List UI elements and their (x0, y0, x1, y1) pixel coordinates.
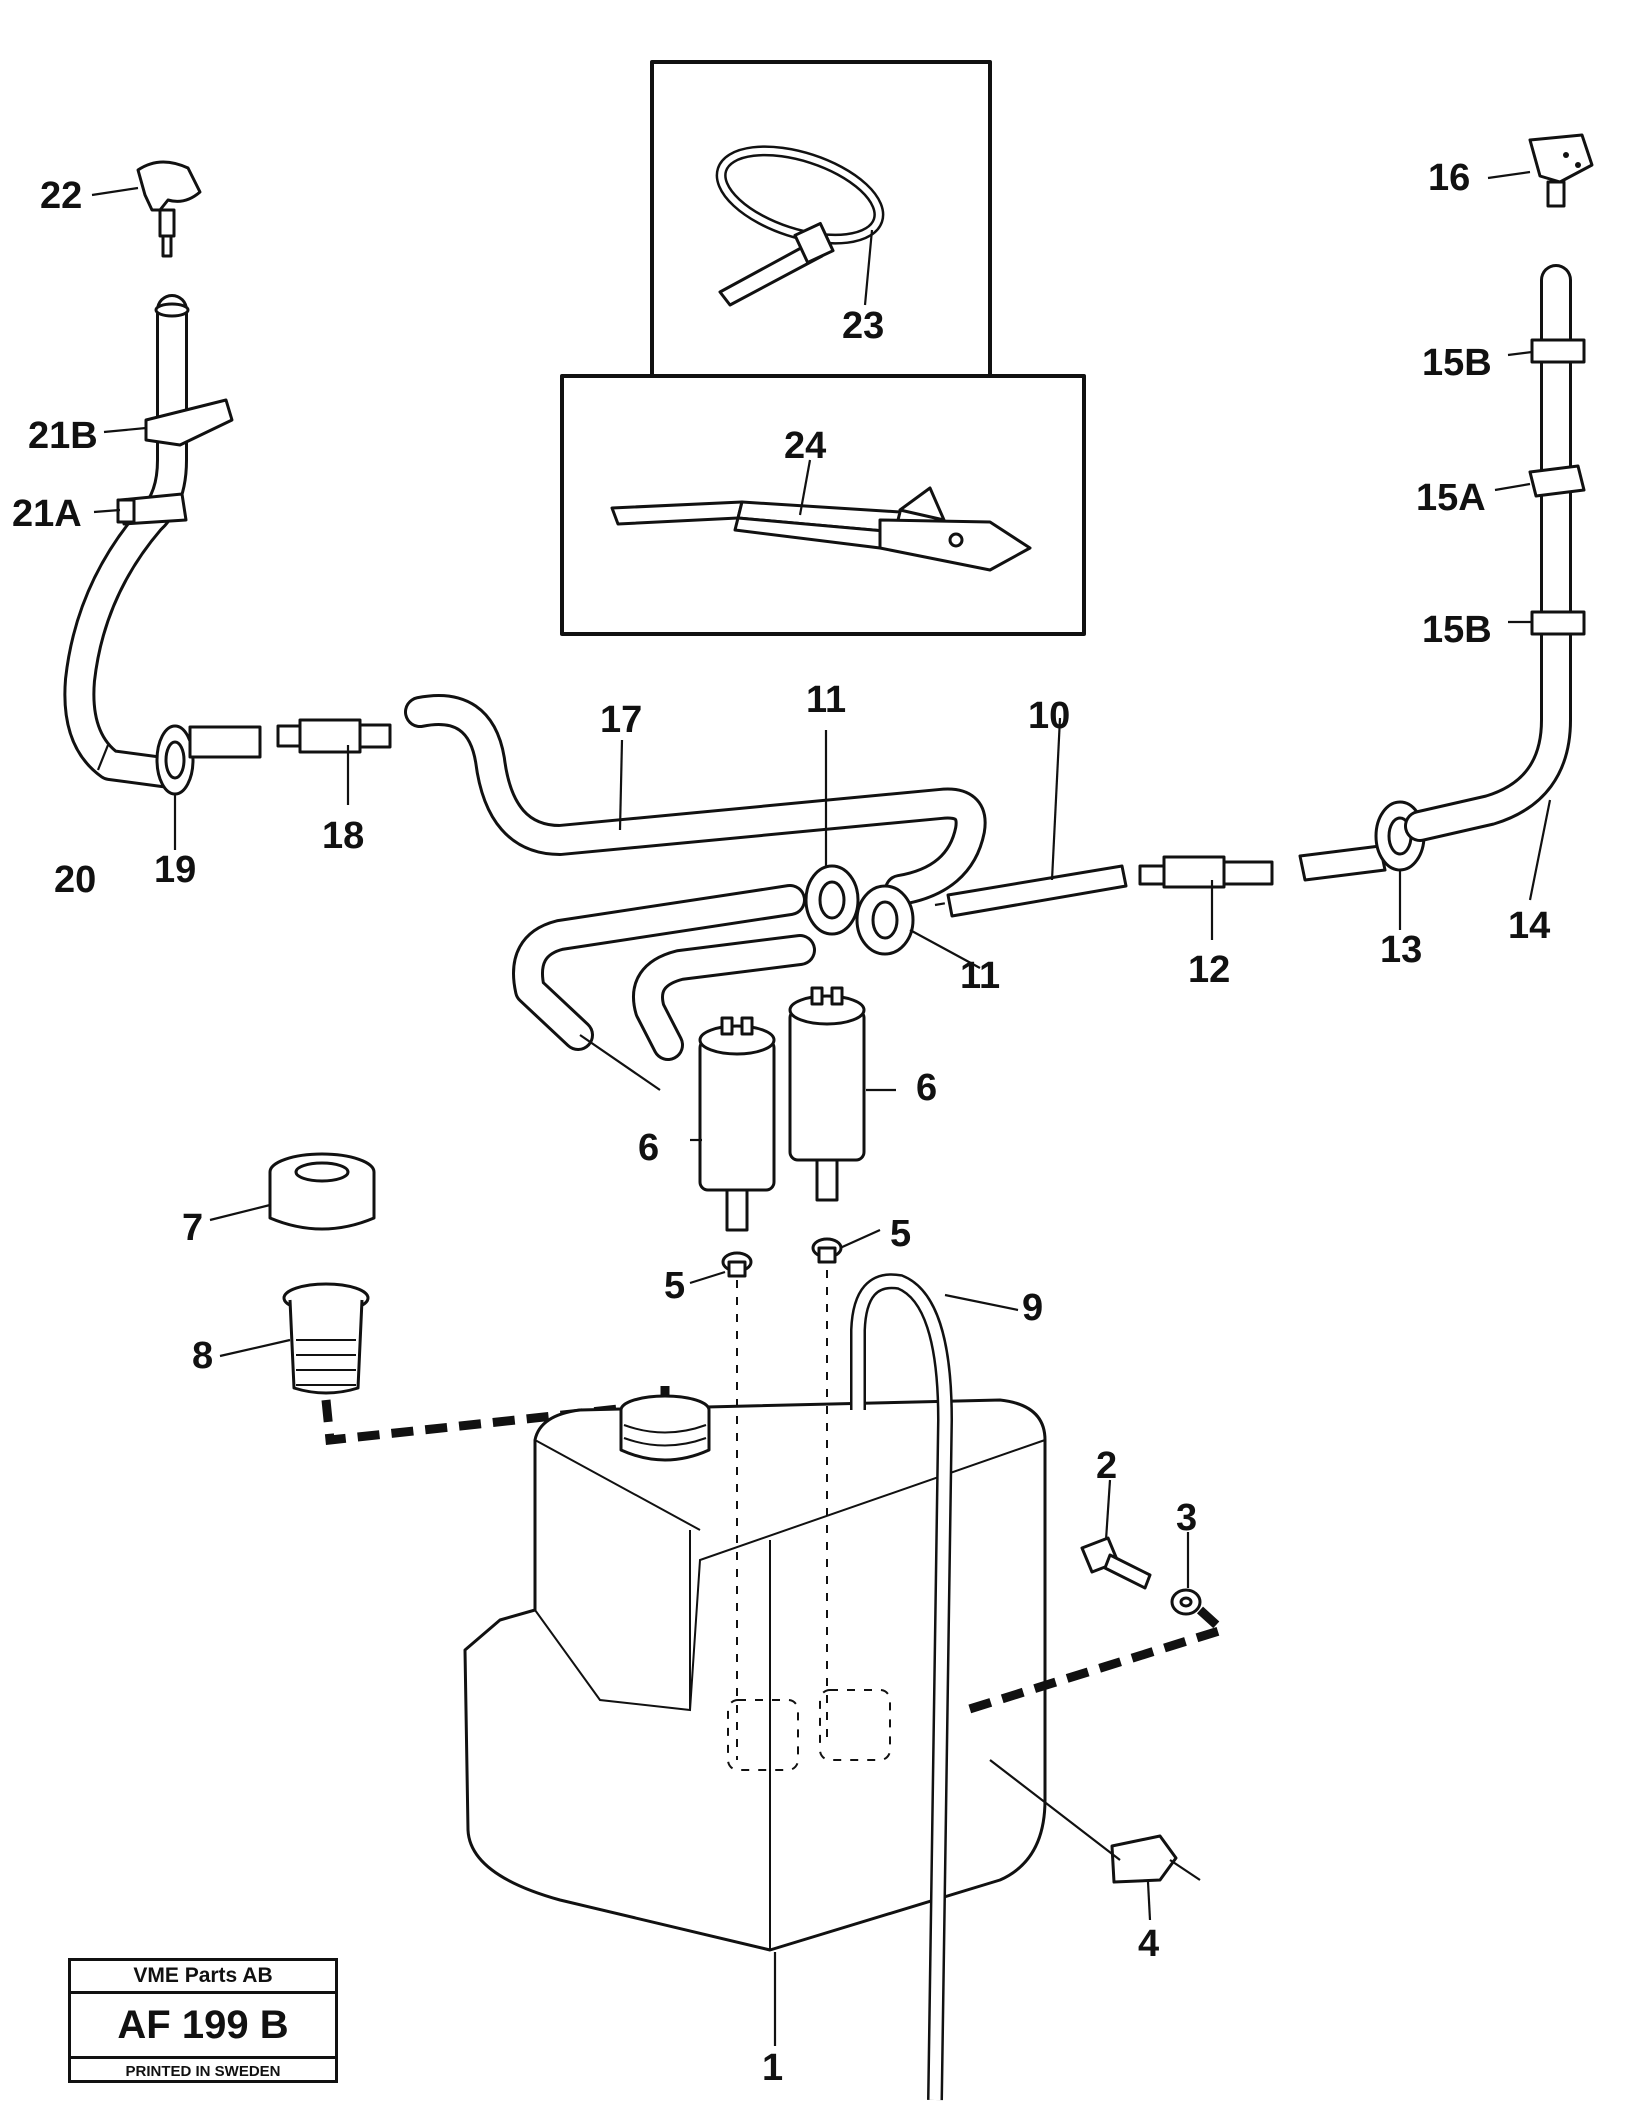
callout-12: 12 (1188, 949, 1230, 991)
callout-10: 10 (1028, 695, 1070, 737)
callout-15b-lower: 15B (1422, 609, 1492, 651)
hose-clip-21a (116, 492, 188, 526)
inset-strap (560, 374, 1086, 636)
callout-22: 22 (40, 175, 82, 217)
callout-3: 3 (1176, 1497, 1197, 1539)
callout-2: 2 (1096, 1445, 1117, 1487)
callout-15b-upper: 15B (1422, 342, 1492, 384)
callout-5-left: 5 (664, 1265, 685, 1307)
callout-6-left: 6 (638, 1127, 659, 1169)
strap-clamp-icon (610, 486, 1032, 572)
grommet-19 (155, 724, 195, 796)
washer-reservoir-tank (463, 1270, 1047, 1952)
stamp-company: VME Parts AB (71, 1961, 335, 1994)
hose-clip-15b-upper (1530, 338, 1586, 364)
callout-14: 14 (1508, 905, 1550, 947)
stamp-printed: PRINTED IN SWEDEN (125, 2063, 281, 2080)
callout-labels: 22 21B 21A 20 19 18 17 11 10 11 12 13 14… (12, 157, 1550, 2089)
callout-9: 9 (1022, 1287, 1043, 1329)
callout-21b: 21B (28, 415, 98, 457)
washer-pump-right (788, 986, 866, 1202)
hose-clip-15b-lower (1530, 610, 1586, 636)
callout-8: 8 (192, 1335, 213, 1377)
inset-cable-tie (650, 60, 992, 378)
filler-cap-7 (268, 1152, 376, 1231)
callout-24: 24 (784, 425, 826, 467)
washer-nozzle-left (136, 160, 202, 258)
callout-18: 18 (322, 815, 364, 857)
callout-19: 19 (154, 849, 196, 891)
grommet-11-lower (855, 884, 915, 956)
callout-11-upper: 11 (806, 679, 846, 721)
bolt-2 (1080, 1536, 1152, 1590)
stamp-code: AF 199 B (71, 1994, 335, 2059)
strainer-8 (282, 1282, 370, 1395)
cable-tie-icon (715, 145, 885, 307)
callout-7: 7 (182, 1207, 203, 1249)
callout-4: 4 (1138, 1923, 1159, 1965)
publisher-stamp: VME Parts AB AF 199 B PRINTED IN SWEDEN (68, 1958, 338, 2083)
leader-lines (91, 170, 1552, 2046)
hose-clip-21b (144, 398, 234, 447)
callout-11-lower: 11 (960, 955, 1000, 997)
washer-nozzle-right (1528, 133, 1594, 208)
connector-12 (1138, 855, 1274, 889)
hose-clip-15a (1528, 464, 1586, 498)
callout-21a: 21A (12, 493, 82, 535)
washer-3 (1170, 1588, 1202, 1616)
callout-20: 20 (54, 859, 96, 901)
washer-pump-left (698, 1016, 776, 1232)
callout-13: 13 (1380, 929, 1422, 971)
clip-4 (1110, 1834, 1178, 1884)
callout-5-right: 5 (890, 1213, 911, 1255)
seal-5-right (811, 1237, 843, 1264)
connector-18 (276, 718, 392, 754)
seal-5-left (721, 1251, 753, 1278)
callout-15a: 15A (1416, 477, 1486, 519)
grommet-11-upper (804, 864, 860, 936)
callout-17: 17 (600, 699, 642, 741)
callout-1: 1 (762, 2047, 783, 2089)
callout-16: 16 (1428, 157, 1470, 199)
callout-6-right: 6 (916, 1067, 937, 1109)
callout-23: 23 (842, 305, 884, 347)
